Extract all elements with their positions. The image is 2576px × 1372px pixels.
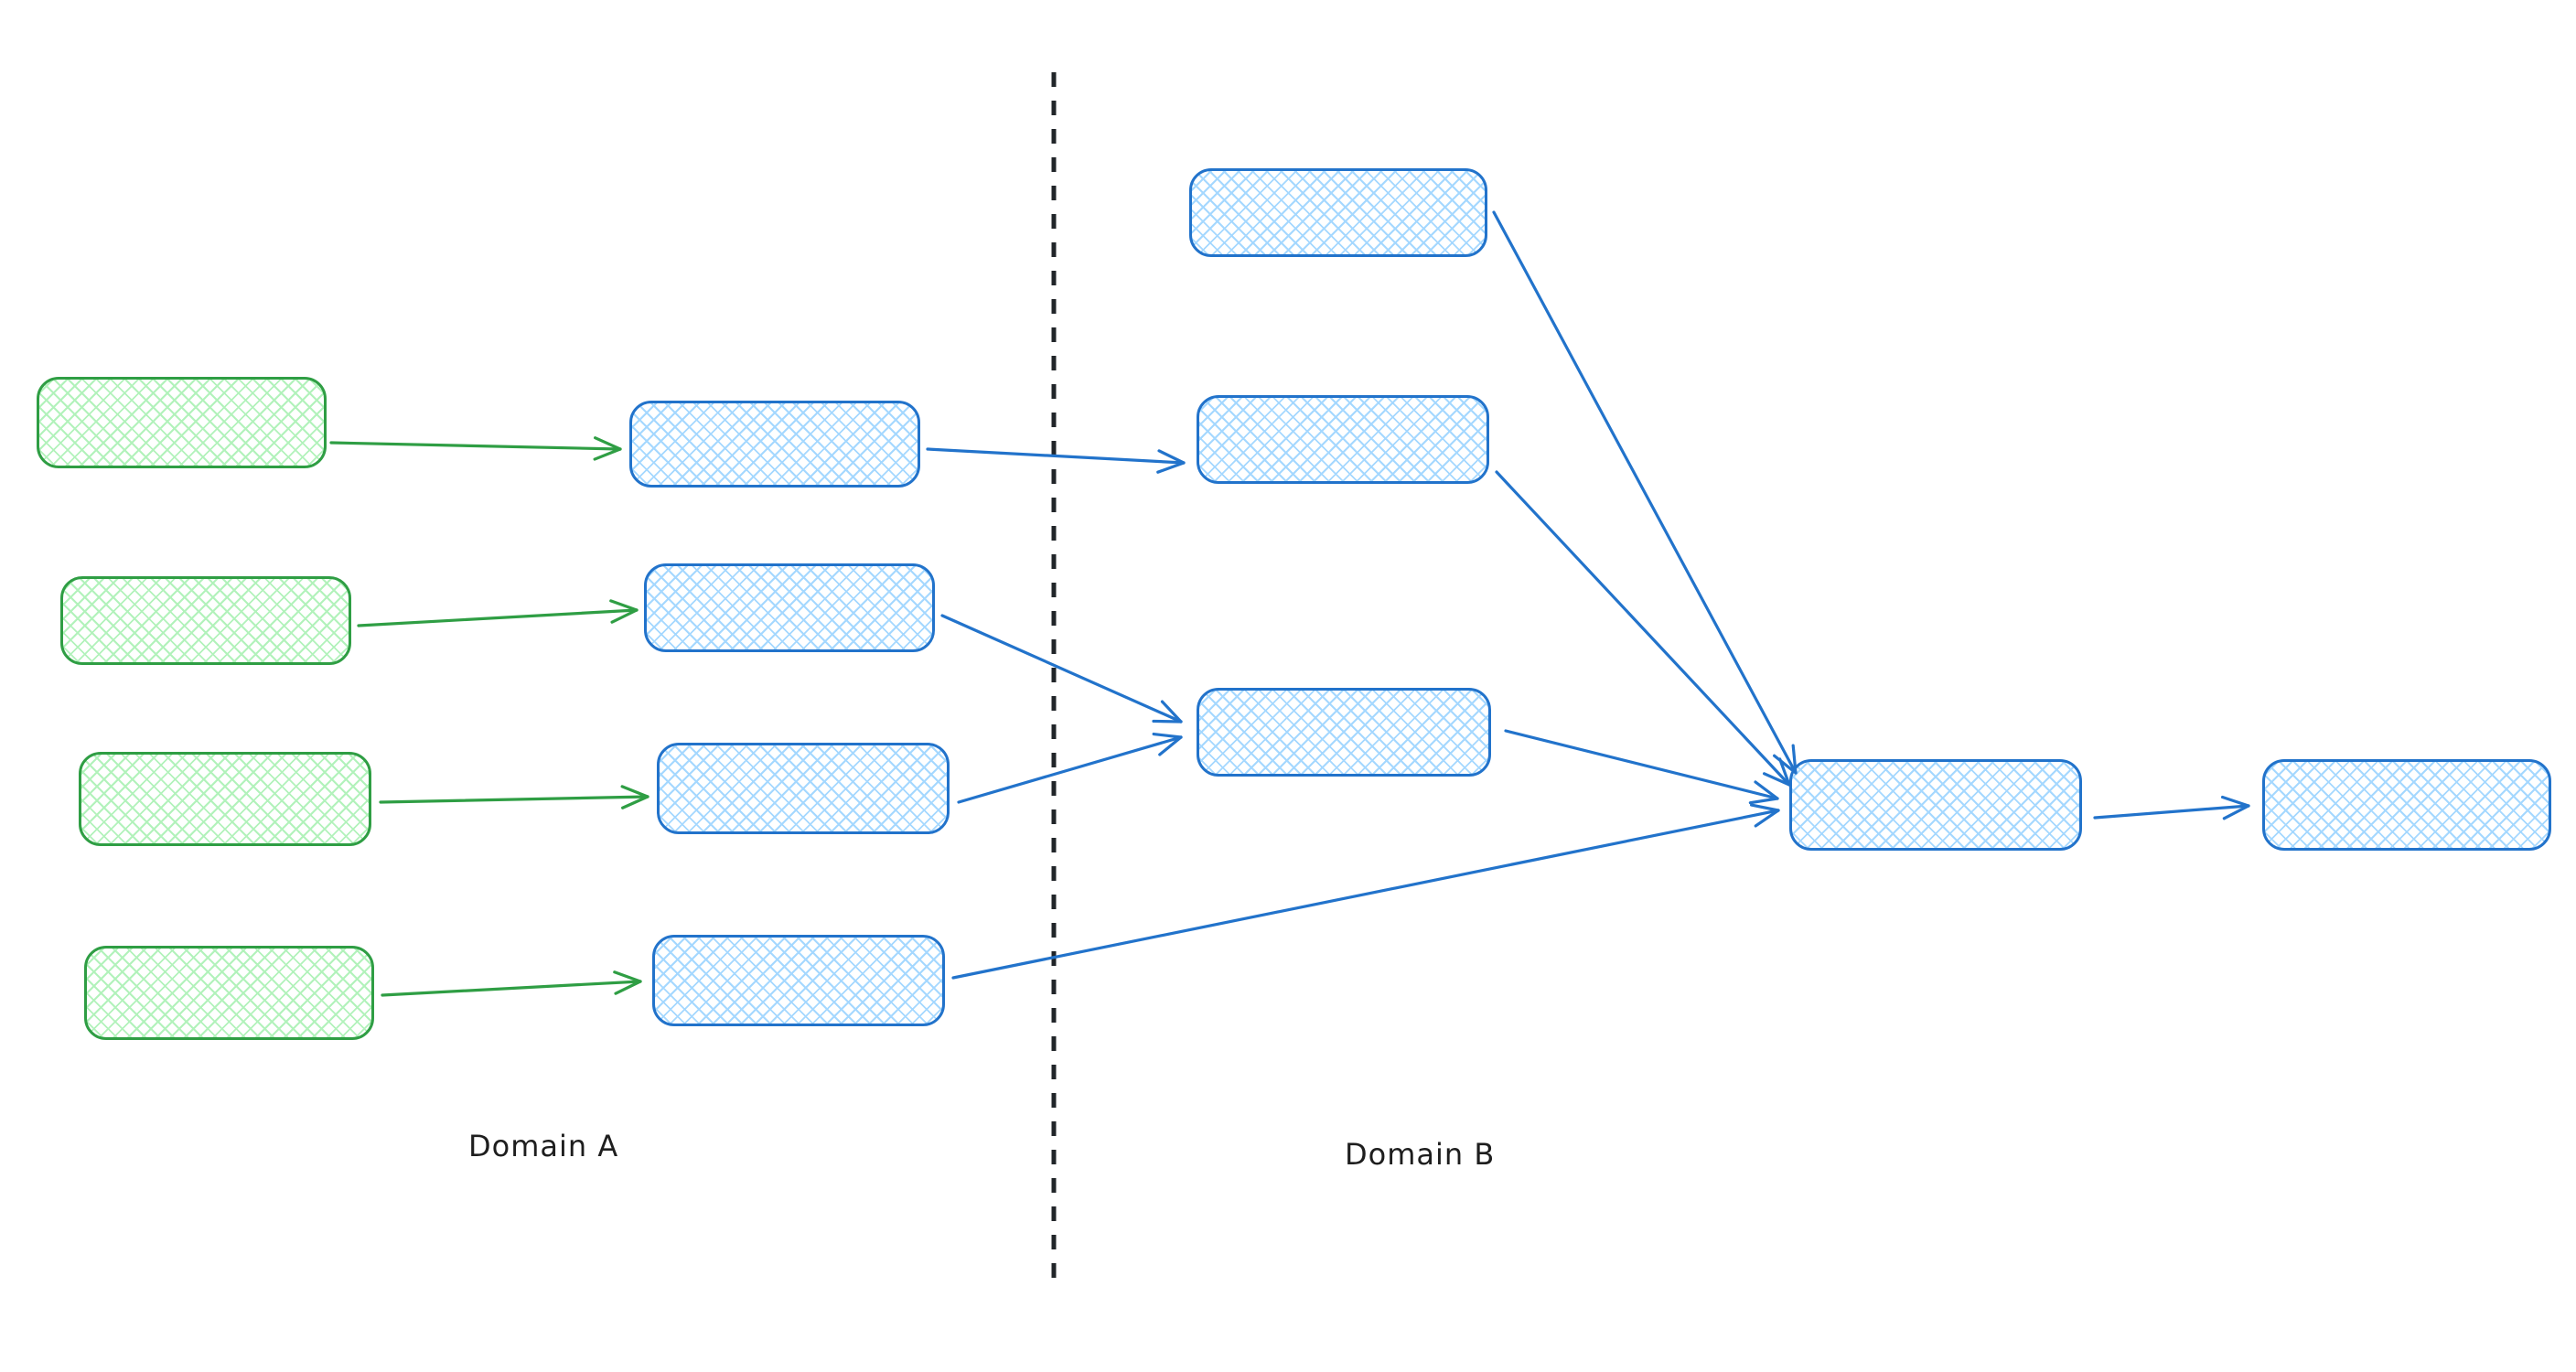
arrow-hub-to-final bbox=[2093, 795, 2250, 820]
arrow-green3-to-a3 bbox=[379, 785, 649, 809]
arrow-green1-to-a1 bbox=[329, 436, 622, 461]
blue-box-a2 bbox=[644, 563, 935, 652]
arrow-b1-to-hub bbox=[1492, 210, 1798, 775]
blue-box-hub bbox=[1789, 759, 2082, 851]
arrow-a2-to-b3 bbox=[940, 614, 1183, 724]
arrow-green2-to-a2 bbox=[357, 599, 639, 627]
blue-box-b1 bbox=[1189, 168, 1487, 257]
domain-b-label: Domain B bbox=[1345, 1137, 1496, 1172]
blue-box-a1 bbox=[629, 401, 920, 488]
domain-a-label: Domain A bbox=[468, 1129, 619, 1163]
arrow-a4-to-hub bbox=[951, 803, 1780, 980]
blue-box-a4 bbox=[652, 935, 945, 1026]
blue-box-final bbox=[2262, 759, 2551, 851]
green-box-2 bbox=[60, 576, 351, 665]
blue-box-a3 bbox=[657, 743, 950, 834]
blue-box-b3 bbox=[1197, 688, 1491, 777]
arrow-b3-to-hub bbox=[1504, 729, 1779, 805]
arrow-green4-to-a4 bbox=[381, 970, 642, 997]
arrow-a3-to-b3 bbox=[957, 732, 1183, 804]
green-box-3 bbox=[79, 752, 371, 846]
arrow-a1-to-b2 bbox=[926, 447, 1186, 474]
green-box-4 bbox=[84, 946, 374, 1040]
arrow-b2-to-hub bbox=[1495, 470, 1791, 787]
blue-box-b2 bbox=[1197, 395, 1489, 484]
green-box-1 bbox=[37, 377, 327, 468]
